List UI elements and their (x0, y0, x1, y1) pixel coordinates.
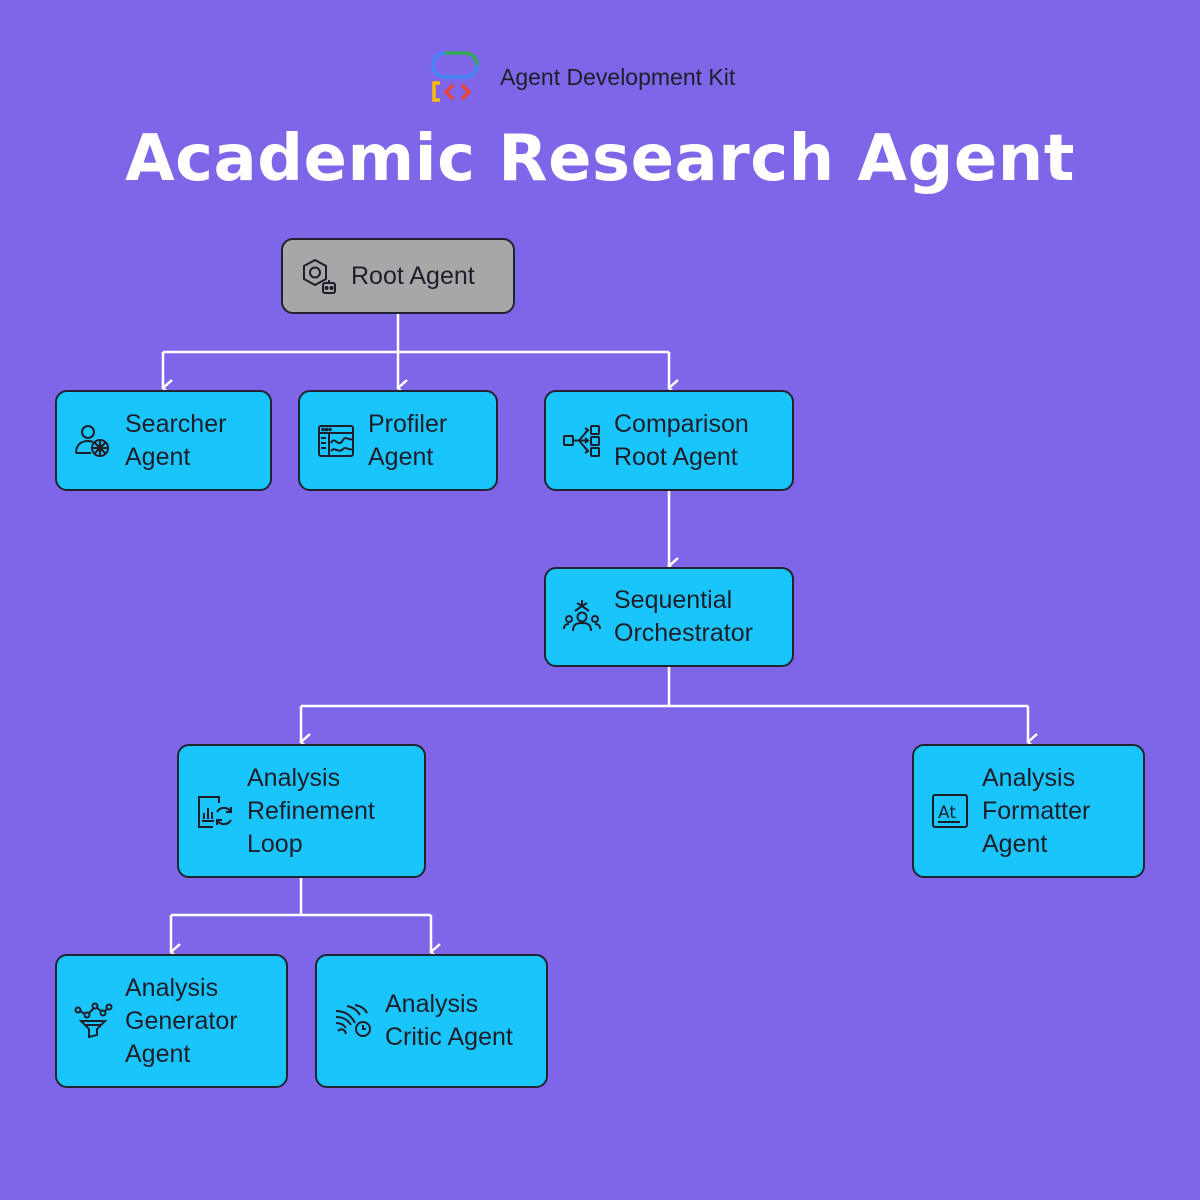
node-label: Sequential Orchestrator (614, 586, 753, 647)
adk-logo-icon (431, 51, 479, 102)
node-analysis-formatter-agent: At Analysis Formatter Agent (912, 744, 1145, 878)
node-profiler-agent: Profiler Agent (298, 390, 498, 491)
node-label: Root Agent (351, 261, 475, 290)
node-label: Analysis Refinement Loop (247, 763, 375, 858)
node-analysis-critic-agent: Analysis Critic Agent (315, 954, 548, 1088)
node-root-agent: Root Agent (281, 238, 515, 314)
node-label: Searcher Agent (125, 409, 227, 471)
node-label: Analysis Generator Agent (125, 973, 238, 1068)
wind-clock-icon (333, 1001, 373, 1041)
user-search-icon (73, 421, 113, 461)
node-comparison-root-agent: Comparison Root Agent (544, 390, 794, 491)
edge-root-trunk (163, 313, 669, 354)
node-label: Analysis Critic Agent (385, 990, 513, 1051)
edge-refinement-trunk (171, 876, 431, 917)
edge-sequential-trunk (301, 666, 1028, 708)
node-sequential-orchestrator: Sequential Orchestrator (544, 567, 794, 667)
node-label: Profiler Agent (368, 409, 448, 471)
node-label: Comparison Root Agent (614, 409, 749, 471)
svg-text:At: At (938, 803, 956, 823)
text-format-icon: At (930, 791, 970, 831)
node-searcher-agent: Searcher Agent (55, 390, 272, 491)
funnel-network-icon (73, 1001, 113, 1041)
brand-header: Agent Development Kit (430, 50, 735, 105)
node-analysis-refinement-loop: Analysis Refinement Loop (177, 744, 426, 878)
node-analysis-generator-agent: Analysis Generator Agent (55, 954, 288, 1088)
branching-flow-icon (562, 421, 602, 461)
orchestrator-people-icon (562, 597, 602, 637)
brand-name: Agent Development Kit (500, 64, 736, 90)
agent-bot-icon (299, 256, 339, 296)
node-label: Analysis Formatter Agent (982, 763, 1091, 858)
report-refresh-icon (195, 791, 235, 831)
browser-chart-icon (316, 421, 356, 461)
diagram-title: Academic Research Agent (125, 122, 1075, 196)
